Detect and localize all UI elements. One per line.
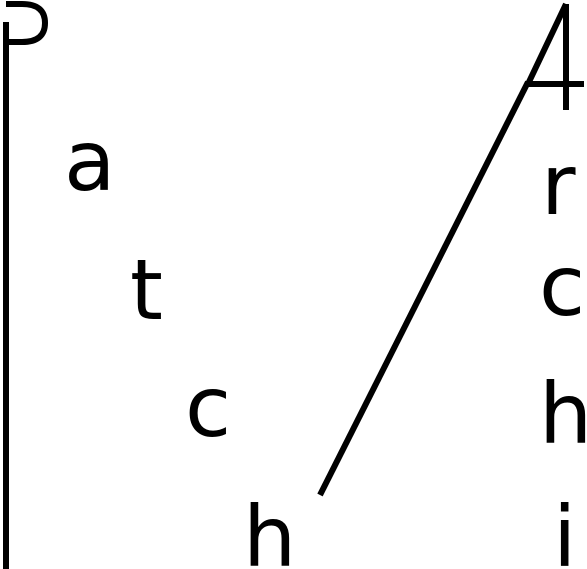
left-letter-4: h — [243, 488, 296, 569]
a-long-diagonal — [317, 80, 531, 497]
left-letter-2: t — [130, 241, 163, 339]
word-left: a t c h — [64, 112, 296, 569]
word-right: r c h i — [539, 136, 587, 569]
right-letter-2: c — [539, 237, 585, 335]
right-letter-1: r — [541, 136, 576, 234]
letter-a-mark — [317, 2, 584, 497]
a-head — [523, 2, 584, 87]
letter-p-mark — [3, 0, 49, 569]
right-letter-4: i — [553, 488, 576, 569]
p-bowl — [6, 0, 49, 45]
left-letter-3: c — [185, 358, 231, 456]
left-letter-1: a — [64, 112, 115, 210]
right-letter-3: h — [539, 365, 587, 463]
